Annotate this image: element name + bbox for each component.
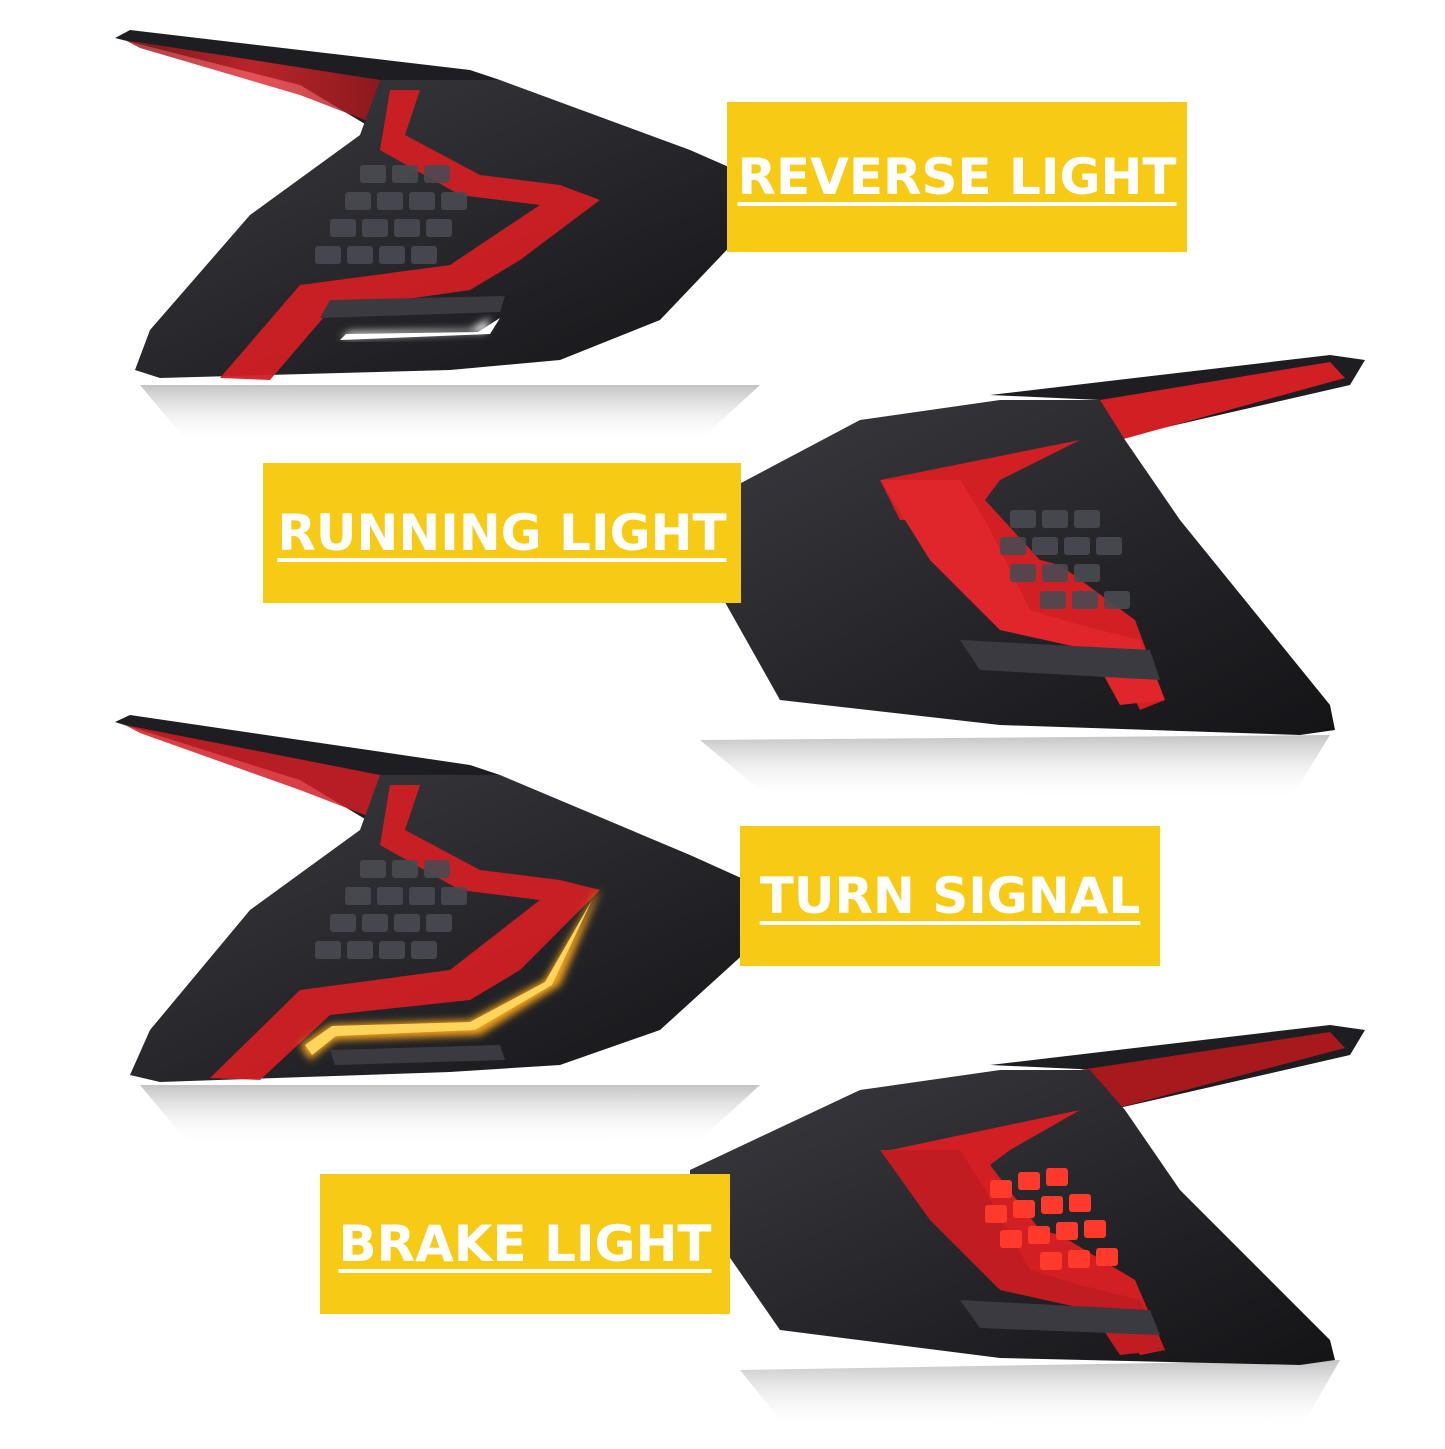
label-text: BRAKE LIGHT (338, 1215, 712, 1273)
lamp-turn (115, 715, 790, 1145)
label-brake-light: BRAKE LIGHT (320, 1174, 730, 1314)
label-background (740, 826, 1160, 966)
label-text: REVERSE LIGHT (737, 148, 1177, 206)
label-text: TURN SIGNAL (759, 867, 1141, 925)
label-running-light: RUNNING LIGHT (263, 463, 741, 603)
label-background (727, 102, 1187, 252)
label-text: RUNNING LIGHT (277, 504, 727, 562)
label-turn-signal: TURN SIGNAL (740, 826, 1160, 966)
lamp-brake (690, 1025, 1365, 1430)
lamp-running (690, 355, 1365, 800)
lamp-reverse (115, 30, 770, 445)
label-background (263, 463, 741, 603)
brake-leds (985, 1168, 1118, 1270)
label-reverse-light: REVERSE LIGHT (727, 102, 1187, 252)
label-background (320, 1174, 730, 1314)
